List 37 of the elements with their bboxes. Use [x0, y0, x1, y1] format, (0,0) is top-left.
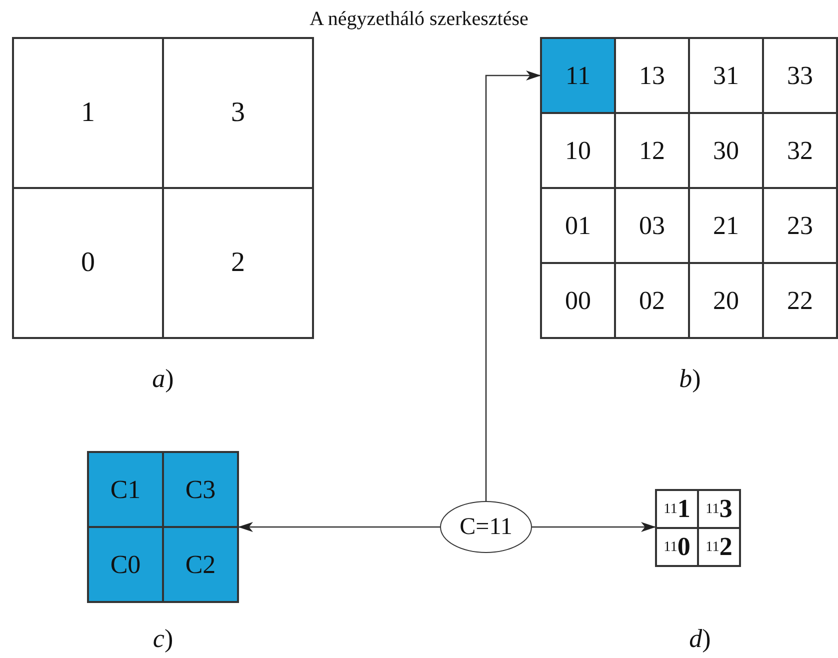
grid-cell: C1	[88, 452, 163, 527]
grid-cell: 10	[541, 113, 615, 188]
grid-cell: 01	[541, 188, 615, 263]
grid	[88, 452, 238, 602]
grid-cell: 23	[763, 188, 837, 263]
arrow	[238, 522, 440, 532]
grid-cell: C0	[88, 527, 163, 602]
grid-cell: 2	[163, 188, 313, 338]
caption-label: b)	[678, 364, 702, 394]
caption-label: c)	[152, 624, 174, 654]
grid-cell: 12	[615, 113, 689, 188]
grid-cell: 30	[689, 113, 763, 188]
grid	[13, 38, 313, 338]
grid-cell: 11	[541, 38, 615, 113]
grid-cell: 02	[615, 263, 689, 338]
grid-cell: 00	[541, 263, 615, 338]
diagram-title: A négyzetháló szerkesztése	[308, 8, 530, 31]
grid-cell: 20	[689, 263, 763, 338]
grid-cell: 1	[13, 38, 163, 188]
grid-cell: C2	[163, 527, 238, 602]
caption-label: a)	[151, 364, 175, 394]
grid	[541, 38, 837, 338]
arrow	[485, 70, 541, 501]
grid-cell: 22	[763, 263, 837, 338]
grid-cell: 21	[689, 188, 763, 263]
grid-cell: 33	[763, 38, 837, 113]
grid-cell: 13	[615, 38, 689, 113]
grid-cell: 3	[163, 38, 313, 188]
grid-cell: 03	[615, 188, 689, 263]
grid	[656, 490, 740, 566]
caption-label: d)	[688, 624, 712, 654]
ellipse-node: C=11	[440, 501, 532, 553]
arrow	[532, 522, 656, 532]
grid-cell: 0	[13, 188, 163, 338]
grid-cell: 32	[763, 113, 837, 188]
grid-cell: C3	[163, 452, 238, 527]
grid-cell: 31	[689, 38, 763, 113]
